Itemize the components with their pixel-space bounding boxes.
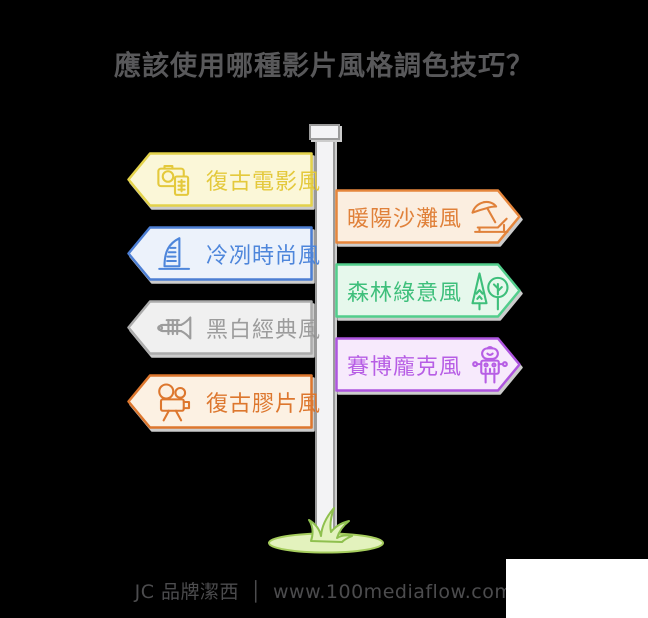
footer-credit: JC 品牌潔西 │ www.100mediaflow.com (0, 577, 648, 604)
footer-brand: JC 品牌潔西 (134, 581, 240, 603)
sign-vintage-film: 復古膠片風 (127, 374, 320, 429)
movie-camera-icon (154, 381, 196, 423)
white-cover-box (506, 559, 648, 618)
left-arrow-shape (127, 374, 313, 429)
right-arrow-shape (335, 189, 521, 244)
footer-url: www.100mediaflow.com (273, 581, 514, 603)
sign-label: 復古電影風 (206, 169, 322, 195)
building-icon (154, 233, 196, 275)
sign-vintage-cinema: 復古電影風 (127, 152, 320, 207)
trees-icon (469, 270, 511, 312)
signpost-cap (309, 124, 340, 140)
robot-icon (469, 344, 511, 386)
footer-separator: │ (250, 581, 262, 603)
sign-warm-beach: 暖陽沙灘風 (335, 189, 521, 244)
camera-film-icon (154, 159, 196, 201)
sign-cyberpunk: 賽博龐克風 (335, 337, 521, 392)
sign-forest-green: 森林綠意風 (335, 263, 521, 318)
grass (268, 507, 384, 554)
right-arrow-shape (335, 337, 521, 392)
sign-label: 冷冽時尚風 (206, 243, 322, 269)
sign-label: 森林綠意風 (347, 280, 463, 306)
sign-bw-classic: 黑白經典風 (127, 300, 320, 355)
trumpet-icon (154, 307, 196, 349)
left-arrow-shape (127, 300, 313, 355)
sign-label: 復古膠片風 (206, 391, 322, 417)
sign-label: 黑白經典風 (206, 317, 322, 343)
sign-label: 暖陽沙灘風 (347, 206, 463, 232)
page-title: 應該使用哪種影片風格調色技巧？ (114, 51, 534, 82)
beach-icon (469, 196, 511, 238)
sign-label: 賽博龐克風 (347, 354, 463, 380)
sign-cool-fashion: 冷冽時尚風 (127, 226, 320, 281)
